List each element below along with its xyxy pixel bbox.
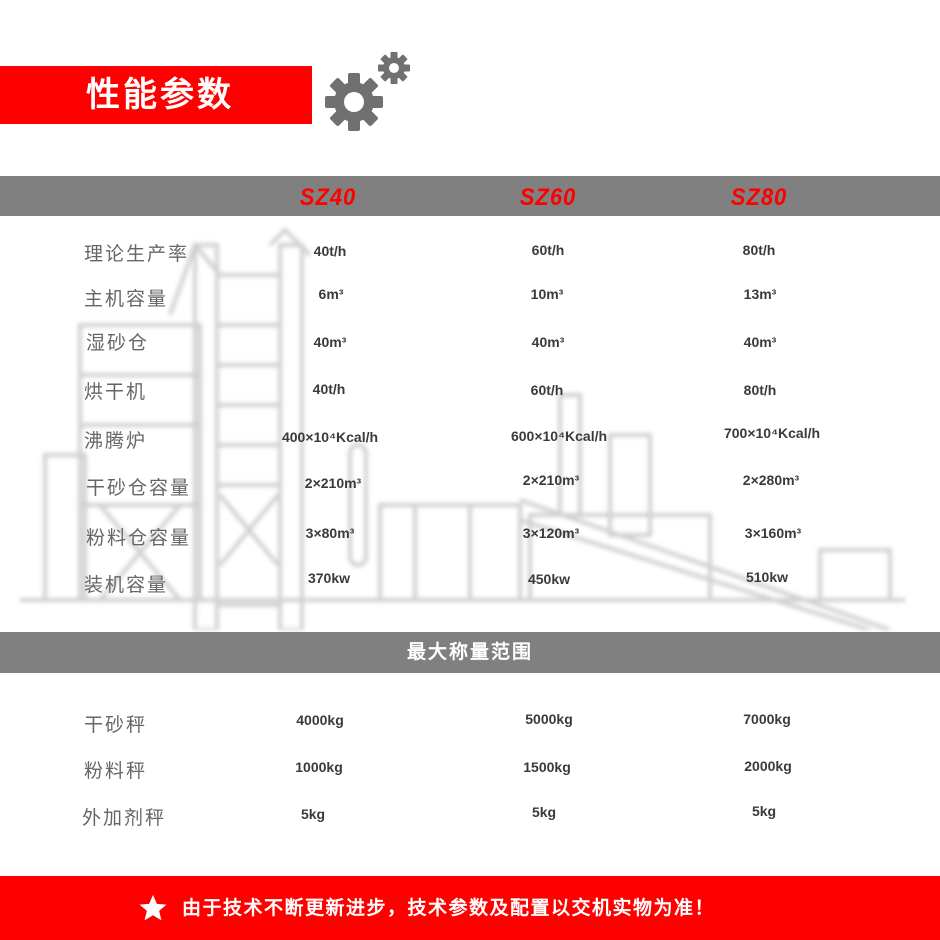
cell-sz60: 5kg — [531, 804, 557, 820]
cell-sz80: 510kw — [745, 569, 789, 585]
row-label: 烘干机 — [84, 381, 148, 403]
model-sz40: SZ40 — [299, 182, 357, 211]
gears-icon — [325, 52, 410, 131]
cell-sz60: 3×120m³ — [522, 525, 580, 541]
row-label: 粉料秤 — [84, 760, 148, 782]
cell-sz40: 4000kg — [296, 712, 344, 728]
cell-sz60: 5000kg — [525, 711, 573, 727]
star-icon — [139, 894, 167, 921]
cell-sz80: 7000kg — [743, 711, 791, 727]
cell-sz40: 3×80m³ — [305, 525, 355, 541]
row-label: 主机容量 — [84, 288, 169, 310]
cell-sz80: 13m³ — [743, 286, 777, 302]
cell-sz40: 40t/h — [312, 381, 346, 397]
row-label: 湿砂仓 — [86, 332, 150, 354]
cell-sz80: 80t/h — [743, 382, 777, 398]
cell-sz60: 1500kg — [523, 759, 571, 775]
section-title: 最大称量范围 — [406, 641, 533, 663]
cell-sz40: 400×10⁴Kcal/h — [281, 429, 379, 445]
cell-sz60: 450kw — [527, 571, 571, 587]
cell-sz80: 3×160m³ — [744, 525, 802, 541]
cell-sz40: 40m³ — [313, 334, 347, 350]
cell-sz40: 2×210m³ — [304, 475, 362, 491]
cell-sz60: 40m³ — [531, 334, 565, 350]
cell-sz40: 40t/h — [313, 243, 347, 259]
row-label: 理论生产率 — [84, 243, 190, 265]
cell-sz80: 5kg — [751, 803, 777, 819]
page-title: 性能参数 — [86, 75, 234, 115]
cell-sz80: 700×10⁴Kcal/h — [723, 425, 821, 441]
cell-sz80: 80t/h — [742, 242, 776, 258]
cell-sz60: 2×210m³ — [522, 472, 580, 488]
cell-sz60: 600×10⁴Kcal/h — [510, 428, 608, 444]
plant-illustration — [20, 227, 905, 630]
row-label: 粉料仓容量 — [86, 527, 192, 549]
model-header-bar: SZ40 SZ60 SZ80 — [0, 176, 940, 216]
cell-sz40: 370kw — [307, 570, 351, 586]
weighing-section-bar: 最大称量范围 — [0, 632, 940, 673]
cell-sz40: 6m³ — [318, 286, 344, 302]
footer-notice-text: 由于技术不断更新进步，技术参数及配置以交机实物为准！ — [182, 897, 716, 919]
cell-sz40: 1000kg — [295, 759, 343, 775]
row-label: 干砂秤 — [84, 714, 148, 736]
footer-notice-bar: 由于技术不断更新进步，技术参数及配置以交机实物为准！ — [0, 876, 940, 940]
cell-sz60: 60t/h — [530, 382, 564, 398]
cell-sz80: 2×280m³ — [742, 472, 800, 488]
model-sz80: SZ80 — [730, 182, 788, 211]
row-label: 干砂仓容量 — [86, 477, 192, 499]
row-label: 沸腾炉 — [84, 430, 148, 452]
cell-sz40: 5kg — [300, 806, 326, 822]
model-sz60: SZ60 — [519, 182, 577, 211]
cell-sz60: 60t/h — [531, 242, 565, 258]
title-banner: 性能参数 — [0, 66, 312, 124]
cell-sz60: 10m³ — [530, 286, 564, 302]
row-label: 装机容量 — [84, 574, 169, 596]
row-label: 外加剂秤 — [82, 807, 167, 829]
cell-sz80: 2000kg — [744, 758, 792, 774]
cell-sz80: 40m³ — [743, 334, 777, 350]
